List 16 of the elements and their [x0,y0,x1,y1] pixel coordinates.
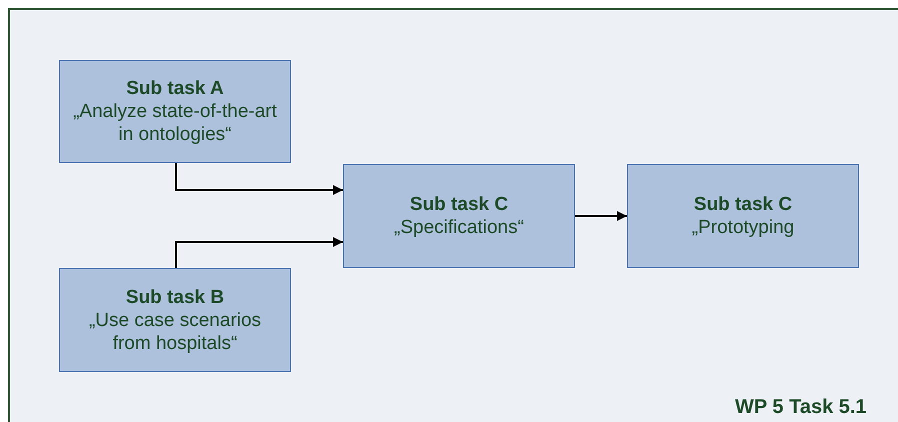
task-box [627,164,859,268]
task-box [343,164,575,268]
task-title: Sub task B [126,286,224,308]
task-box [59,268,291,372]
task-box [59,60,291,163]
task-description: „Analyze state-of-the-art in ontologies“ [72,100,278,146]
arrow [175,163,343,195]
task-title: Sub task C [410,193,508,216]
task-title: Sub task C [694,193,792,216]
arrow [575,211,627,221]
task-title: Sub task A [126,77,224,100]
task-description: „Prototyping [692,216,794,239]
package-label: WP 5 Task 5.1 [735,395,867,420]
arrow [175,237,343,268]
task-description: „Use case scenarios from hospitals“ [88,308,262,354]
task-description: „Specifications“ [394,216,524,239]
